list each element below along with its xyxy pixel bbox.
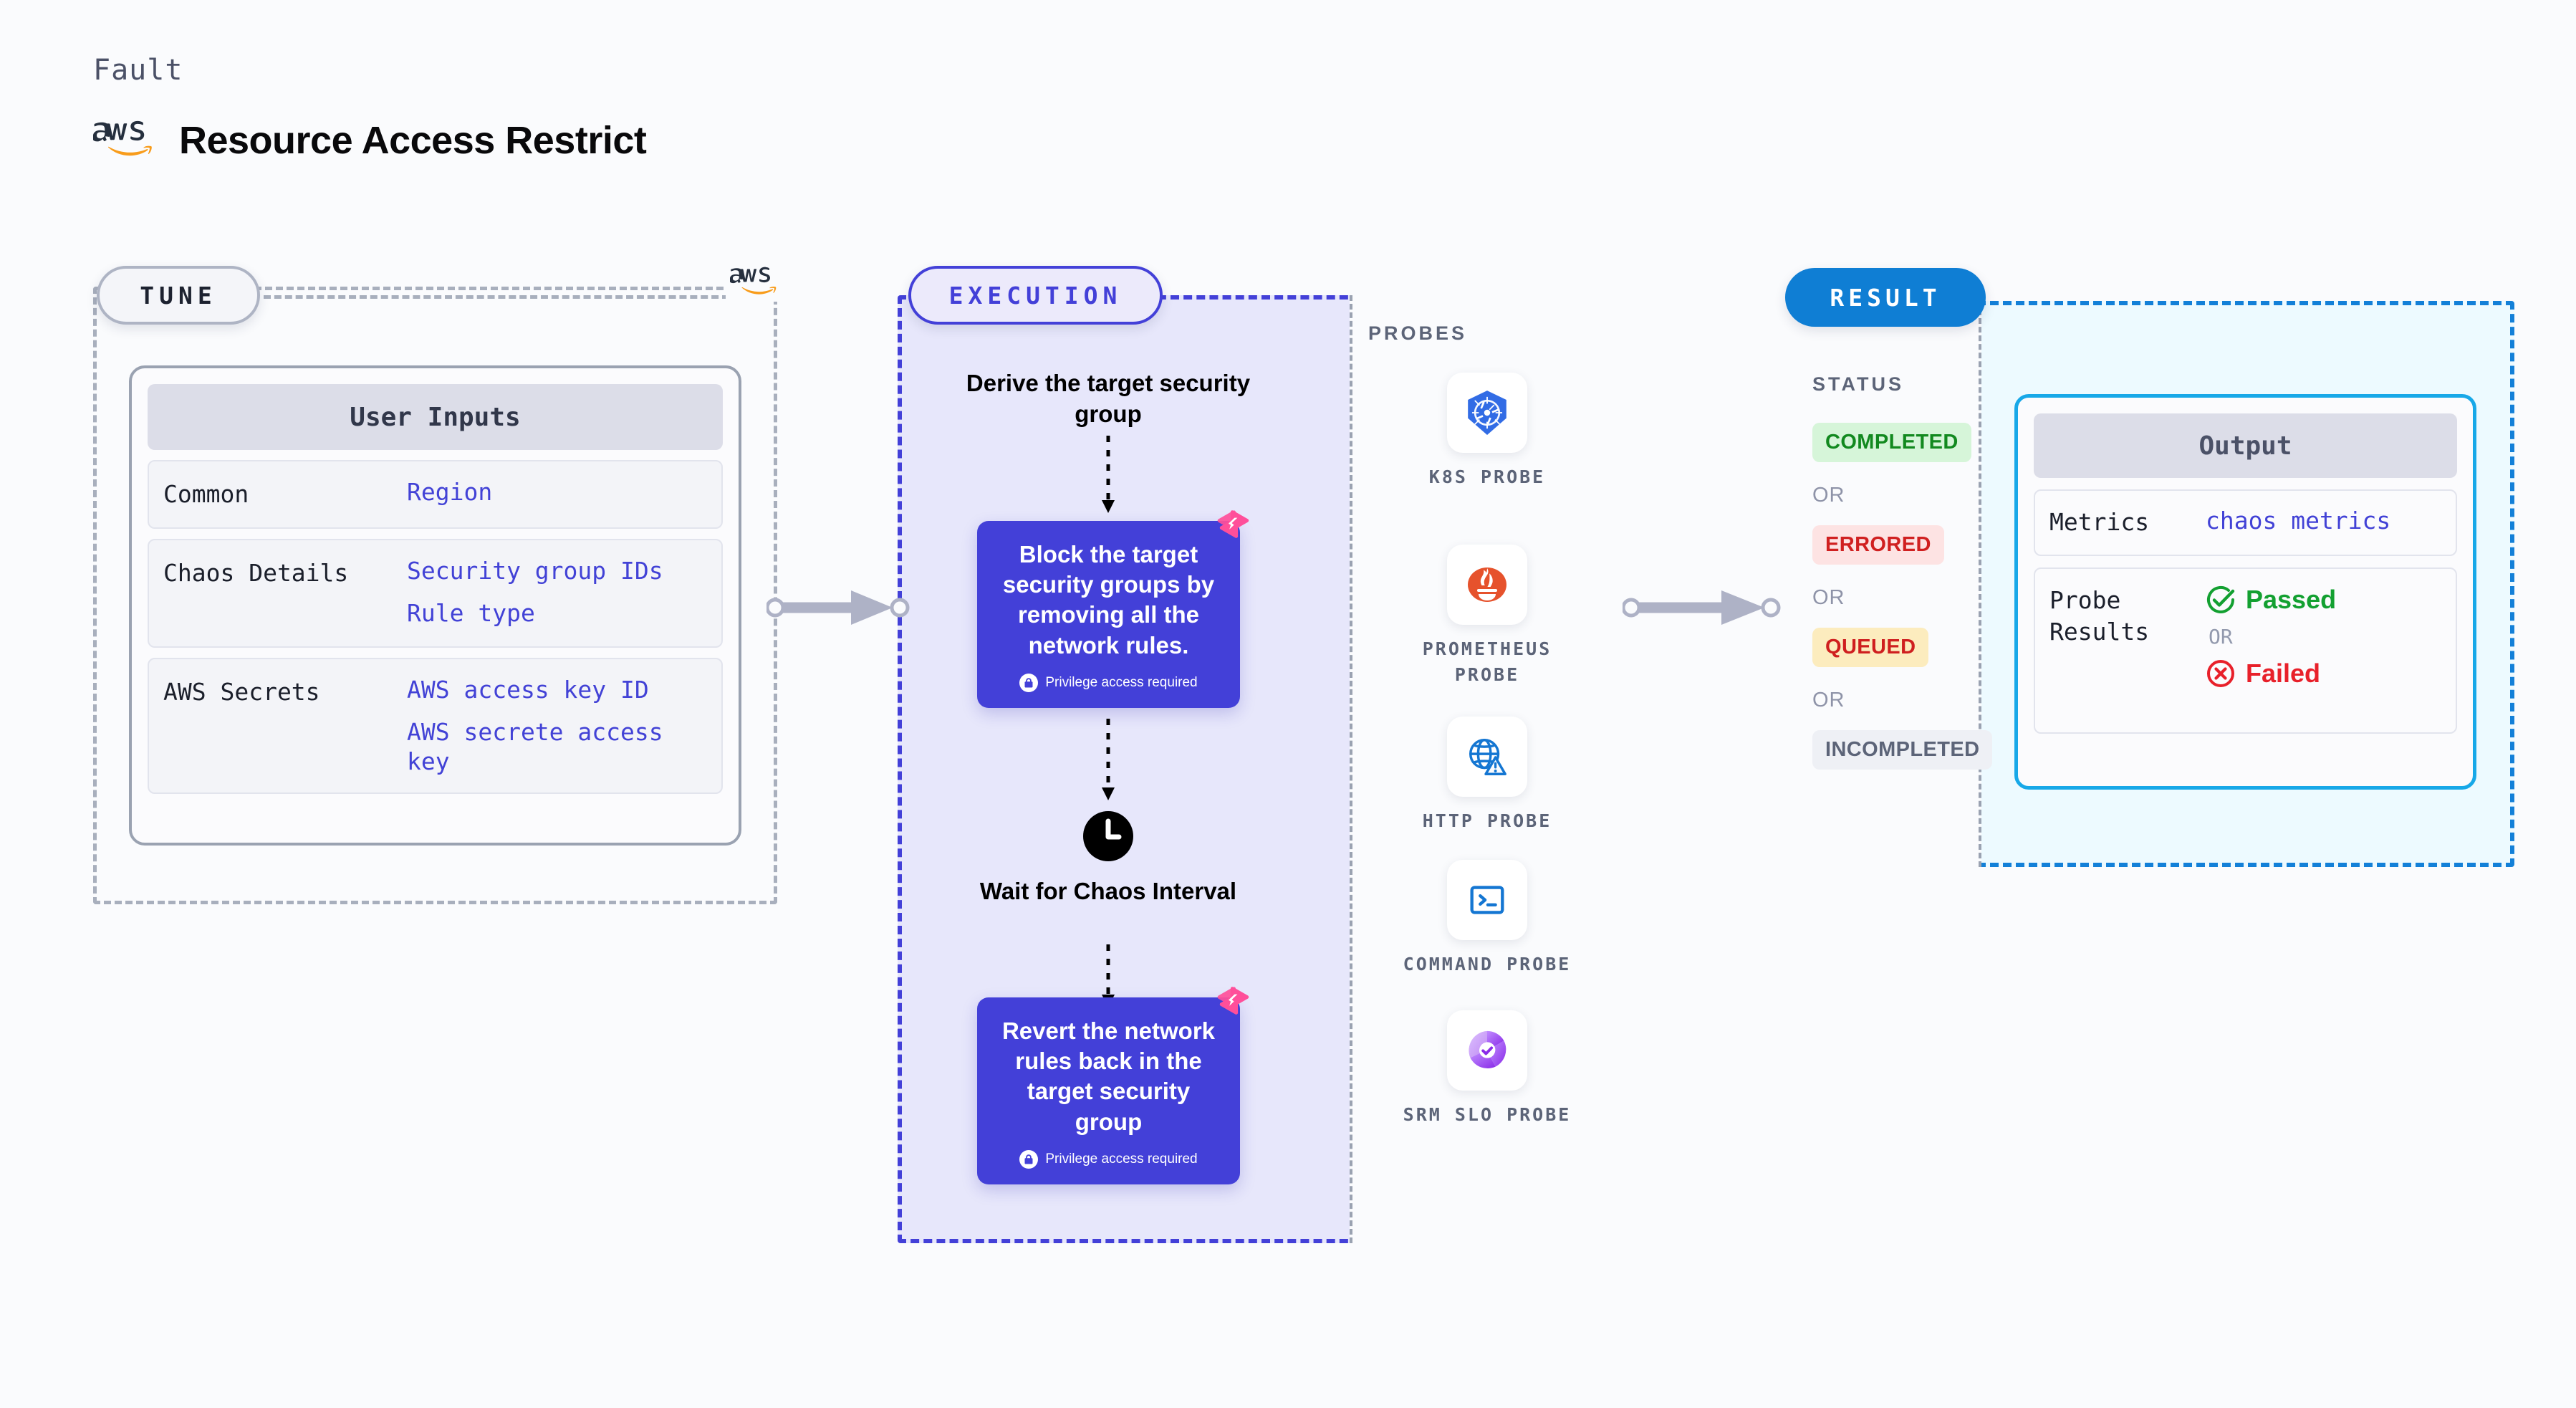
execution-badge[interactable]: EXECUTION [908,266,1163,325]
row-key: Common [163,480,249,508]
result-badge[interactable]: RESULT [1785,268,1986,327]
probe-label: K8S PROBE [1428,466,1546,487]
probe-prometheus[interactable]: PROMETHEUS PROBE [1394,545,1580,689]
probe-result-values: Passed OR Failed [2206,585,2336,717]
srm-slo-icon [1469,1030,1506,1069]
value-link[interactable]: Region [407,478,493,506]
row-values: AWS access key ID AWS secrete access key [407,675,707,777]
connector-tune-to-execution [765,586,917,633]
user-inputs-card: User Inputs Common Region Chaos Details … [129,365,741,846]
probe-tile [1447,373,1527,453]
connector-execution-to-result [1621,586,1798,633]
step-text: Block the target security groups by remo… [1002,541,1215,658]
status-subpanel [1784,301,1981,867]
probe-command[interactable]: COMMAND PROBE [1394,860,1580,977]
terminal-icon [1470,886,1504,914]
lock-icon [1019,673,1039,692]
page-title: Resource Access Restrict [179,119,647,162]
value-link[interactable]: AWS access key ID [407,675,649,704]
derive-step-title: Derive the target security group [966,370,1251,427]
value-link[interactable]: Security group IDs [407,556,663,585]
probe-tile [1447,1010,1527,1091]
table-row: Chaos Details Security group IDs Rule ty… [148,538,723,648]
harness-logo-icon [1217,987,1249,1015]
fault-label: Fault [93,54,183,87]
clock-icon [1080,808,1136,868]
probe-result-failed: Failed [2206,658,2336,689]
privilege-note: Privilege access required [994,673,1223,692]
row-values: Region [407,477,492,512]
probes-label: PROBES [1368,322,1468,344]
privilege-text: Privilege access required [1045,674,1198,690]
output-metrics-row: Metrics chaos metrics [2034,489,2457,556]
privilege-text: Privilege access required [1045,1151,1198,1167]
value-link[interactable]: Rule type [407,599,535,628]
metrics-link[interactable]: chaos metrics [2206,507,2391,535]
status-label: STATUS [1812,373,1904,395]
row-key: Metrics [2049,508,2150,536]
wait-step-title: Wait for Chaos Interval [979,878,1237,904]
probe-tile [1447,545,1527,625]
kubernetes-icon [1468,391,1506,435]
aws-logo-icon [93,120,152,156]
row-values: Security group IDs Rule type [407,556,663,631]
probe-label: HTTP PROBE [1422,810,1552,831]
probe-tile [1447,860,1527,940]
probe-http[interactable]: HTTP PROBE [1394,717,1580,834]
output-card: Output Metrics chaos metrics Probe Resul… [2014,394,2476,790]
flow-arrow-1 [1097,436,1119,519]
harness-logo-icon [1217,510,1249,538]
tune-panel [93,287,777,904]
lock-icon [1019,1149,1039,1169]
status-badge-incompleted: INCOMPLETED [1812,730,1993,770]
probe-result-or: OR [2209,624,2233,648]
probe-label: COMMAND PROBE [1403,954,1572,974]
user-inputs-title: User Inputs [148,384,723,450]
step-text: Revert the network rules back in the tar… [1001,1017,1216,1135]
probe-label: PROMETHEUS PROBE [1422,638,1552,686]
row-key: AWS Secrets [163,677,320,706]
value-link[interactable]: AWS secrete access key [407,718,663,776]
passed-label: Passed [2246,584,2337,614]
revert-network-rules-step[interactable]: Revert the network rules back in the tar… [977,987,1249,1184]
status-or-1: OR [1812,484,1845,507]
probe-result-passed: Passed [2206,585,2336,615]
http-globe-warning-icon [1469,739,1506,775]
status-or-2: OR [1812,586,1845,609]
status-badge-queued: QUEUED [1812,628,1929,667]
privilege-note: Privilege access required [994,1149,1223,1169]
output-title: Output [2034,413,2457,478]
table-row: Common Region [148,460,723,529]
probe-label: SRM SLO PROBE [1403,1104,1572,1125]
status-badge-errored: ERRORED [1812,525,1944,565]
tune-badge[interactable]: TUNE [97,266,260,325]
row-key: Chaos Details [163,558,349,587]
output-probe-results-row: Probe Results Passed OR Failed [2034,567,2457,734]
probe-srm-slo[interactable]: SRM SLO PROBE [1394,1010,1580,1128]
title-row: Resource Access Restrict [93,118,647,163]
row-key: Probe Results [2049,585,2150,646]
block-security-groups-step[interactable]: Block the target security groups by remo… [977,510,1249,708]
probe-k8s[interactable]: K8S PROBE [1394,373,1580,490]
x-circle-icon [2207,659,2234,687]
status-or-3: OR [1812,689,1845,712]
prometheus-icon [1468,567,1506,602]
table-row: AWS Secrets AWS access key ID AWS secret… [148,657,723,794]
flow-arrow-2 [1097,719,1119,807]
probe-tile [1447,717,1527,797]
status-badge-completed: COMPLETED [1812,423,1971,462]
tune-to-logo-dashed-line [264,295,729,299]
check-circle-icon [2207,585,2235,613]
failed-label: Failed [2246,658,2321,688]
aws-logo-icon-small [726,267,782,302]
